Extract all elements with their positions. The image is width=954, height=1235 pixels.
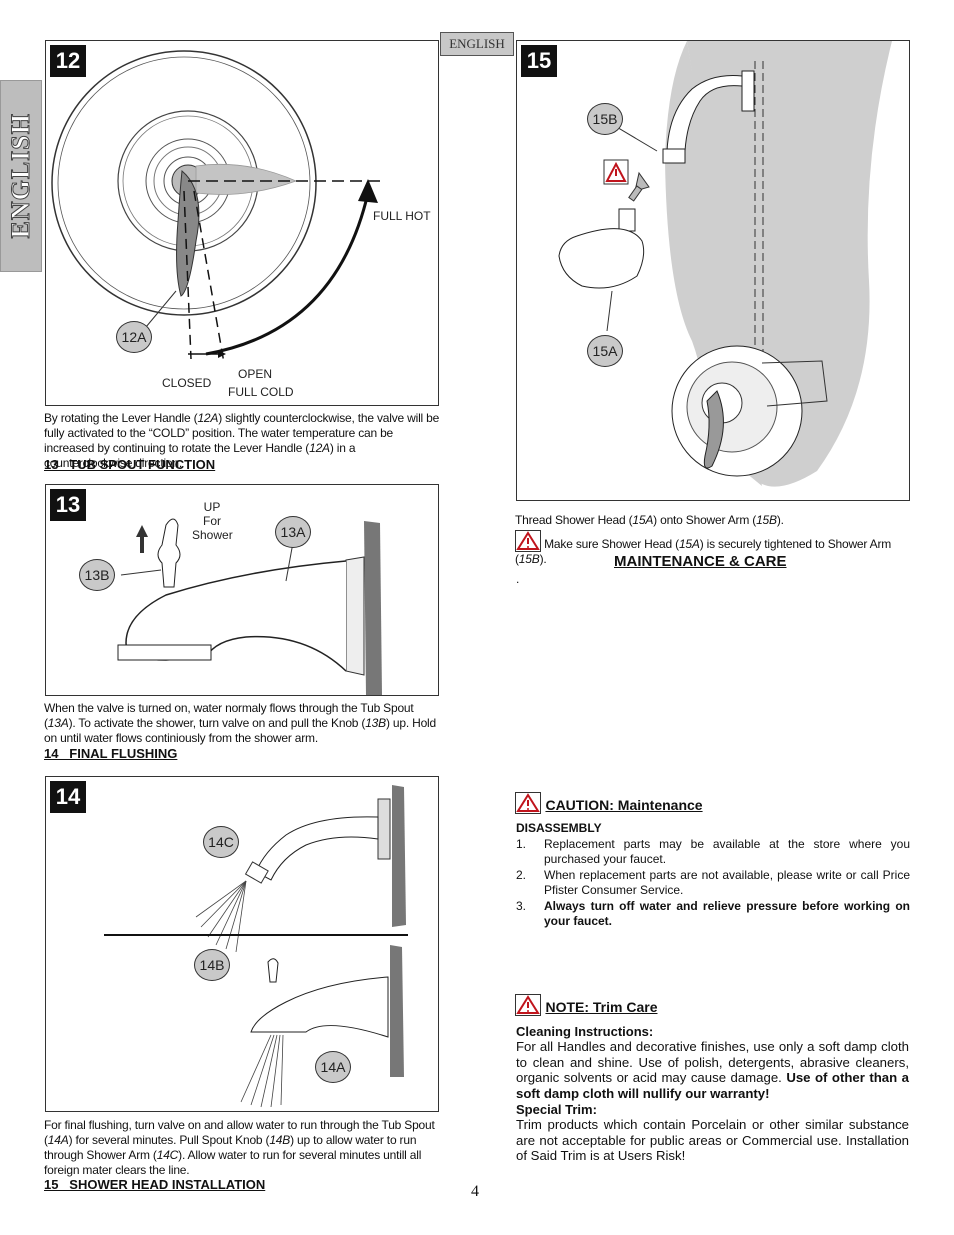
note-title-row: NOTE: Trim Care [515,994,657,1017]
callout-15b: 15B [587,103,623,135]
step13-description: When the valve is turned on, water norma… [44,701,436,745]
caution-title: CAUTION: Maintenance [545,797,703,813]
step15-description: Thread Shower Head (15A) onto Shower Arm… [515,513,784,527]
step13-number: 13 [50,489,86,521]
step13-illustration [117,518,382,695]
callout-15a: 15A [587,335,623,367]
heading-13: 13 TUB SPOUT FUNCTION [44,457,216,472]
list-item: 3. Always turn off water and relieve pre… [516,899,910,928]
tub-spout-spray [240,1034,284,1108]
language-label: ENGLISH [440,32,514,56]
page-number: 4 [471,1183,479,1200]
step14-description: For final flushing, turn valve on and al… [44,1118,435,1177]
disassembly-subhead: DISASSEMBLY [516,821,602,835]
label-full-cold: FULL COLD [228,385,294,399]
shower-arm-spray [195,880,247,953]
list-item: 1. Replacement parts may be available at… [516,837,910,866]
stray-dot: . [516,572,520,586]
list-item: 2. When replacement parts are not availa… [516,868,910,897]
step14-panel: 14 14C 14B 14A [45,776,439,1112]
label-open: OPEN [238,367,273,381]
callout-13b: 13B [79,559,115,591]
maintenance-heading: MAINTENANCE & CARE [614,553,787,570]
step15-illustration [558,41,892,487]
special-trim-text: Trim products which contain Porcelain or… [516,1117,909,1163]
side-tab-label: ENGLISH [6,113,36,240]
step13-panel: 13 13A 13B UP For Shower [45,484,439,696]
callout-13a: 13A [275,516,311,548]
step12-panel: 12 12A FULL HOT CLOSED OPEN FULL COLD [45,40,439,406]
label-up-for-shower: UP For Shower [192,500,233,542]
warning-icon [515,530,541,552]
step15-panel: 15 15B 15A [516,40,910,501]
label-full-hot: FULL HOT [373,209,431,223]
special-trim-head: Special Trim: [516,1102,597,1117]
cleaning-instructions-head: Cleaning Instructions: [516,1024,654,1039]
heading-14: 14 FINAL FLUSHING [44,746,178,761]
cleaning-instructions-text: For all Handles and decorative finishes,… [516,1039,909,1101]
step14-illustration [104,785,408,1108]
step12-number: 12 [50,45,86,77]
step14-number: 14 [50,781,86,813]
warning-icon [515,792,541,814]
callout-14c: 14C [203,826,239,858]
callout-14a: 14A [315,1051,351,1083]
step12-illustration [51,50,381,364]
language-side-tab: ENGLISH [0,80,42,272]
warning-icon [515,994,541,1016]
heading-15: 15 SHOWER HEAD INSTALLATION [44,1177,266,1192]
step15-warning: Make sure Shower Head (15A) is securely … [515,530,911,567]
callout-14b: 14B [194,949,230,981]
label-closed: CLOSED [162,376,212,390]
step12-description: By rotating the Lever Handle (12A) sligh… [44,411,440,470]
step15-number: 15 [521,45,557,77]
caution-title-row: CAUTION: Maintenance [515,792,703,815]
note-title: NOTE: Trim Care [545,999,658,1015]
callout-12a: 12A [116,321,152,353]
